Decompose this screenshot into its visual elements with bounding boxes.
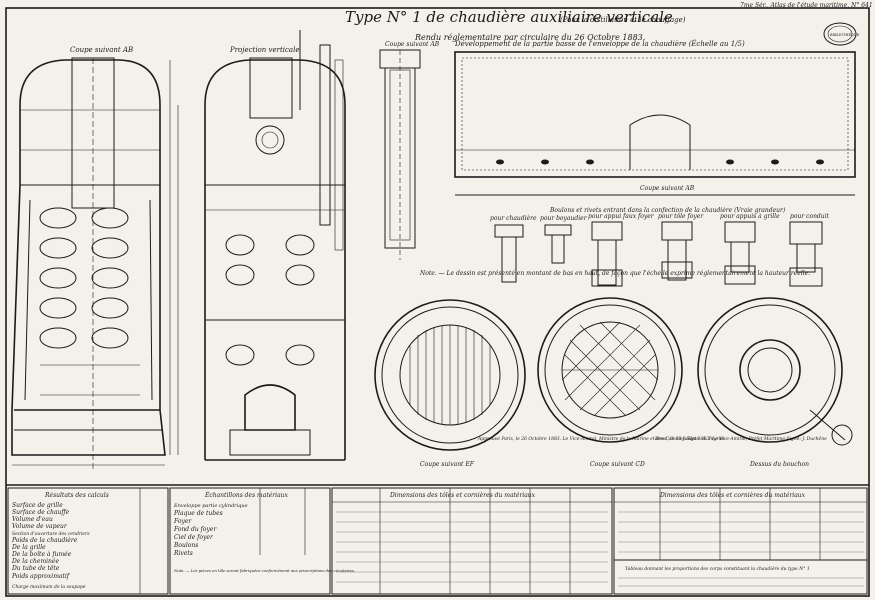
small-section-label: Coupe suivant AB [385, 41, 440, 48]
t2-row: Rivets [173, 550, 193, 557]
t2-row: Ciel de foyer [174, 534, 214, 541]
t4-title: Dimensions des tôles et cornières du mat… [659, 492, 806, 499]
corner-reference: 7me Sér., Atlas de l'étude maritime, N° … [740, 2, 873, 9]
circle-1-label: Coupe suivant EF [420, 461, 475, 468]
t1-row: Section d'ouverture des cendriers [12, 531, 90, 537]
t2-row: Enveloppe partie cylindrique [173, 503, 248, 509]
t1-row: Surface de chauffe [12, 509, 70, 516]
approval-2: Brest, le 30 Juillet 1883. Le Vice-Amira… [654, 435, 827, 442]
title-note: (Pour la distillation et le chauffage) [560, 16, 686, 24]
boiler-section-view: Coupe suivant AB [11, 46, 179, 470]
bolt-label-1: pour chaudière [490, 215, 537, 222]
t1-row: Volume d'eau [12, 516, 53, 523]
table-calc-results: Résultats des calculs Surface de grille … [7, 487, 169, 595]
t1-row: De la grille [11, 544, 46, 551]
t1-row: Volume de vapeur [12, 523, 68, 530]
development-label: Développement de la partie basse de l'en… [454, 39, 745, 48]
t1-row: De la cheminée [11, 558, 59, 565]
bolt-label-3: pour appui faux foyer [588, 213, 655, 220]
table-materials: Échantillons des matériaux Enveloppe par… [169, 487, 355, 595]
front-view-label: Projection verticale [229, 46, 299, 54]
t4-footer: Tableau donnant les proportions des corp… [625, 565, 810, 572]
section-cd-view: Coupe suivant CD [537, 297, 683, 468]
library-stamp: BIBLIOTHÈQUE [823, 22, 860, 46]
drawing-title: Type N° 1 de chaudière auxiliaire vertic… [345, 8, 673, 26]
dev-section-label: Coupe suivant AB [640, 185, 695, 192]
t2-row: Boulons [173, 542, 198, 549]
circle-3-label: Dessus du bouchon [749, 461, 809, 468]
section-ef-view: Coupe suivant EF [374, 299, 526, 468]
circle-2-label: Coupe suivant CD [590, 461, 645, 468]
t2-row: Fond du foyer [173, 526, 217, 533]
t2-row: Foyer [173, 518, 192, 525]
left-view-label: Coupe suivant AB [70, 46, 133, 54]
t3-title: Dimensions des tôles et cornières du mat… [389, 492, 536, 499]
bolt-label-6: pour conduit [790, 213, 830, 220]
t1-row: Surface de grille [12, 502, 63, 509]
table-plates-2: Dimensions des tôles et cornières du mat… [613, 487, 868, 595]
tube-section-view: Coupe suivant AB [379, 41, 440, 260]
t1-row: De la boîte à fumée [11, 551, 72, 558]
shell-development-view: Développement de la partie basse de l'en… [454, 39, 856, 196]
t2-note: Nota. — Les pièces en tôle seront fabriq… [173, 568, 355, 573]
bolt-drawings [494, 221, 823, 287]
bolt-label-4: pour tôle foyer [658, 213, 704, 220]
bolts-title: Boulons et rivets entrant dans la confec… [549, 207, 786, 214]
t1-row: Poids approximatif [11, 573, 71, 580]
boiler-front-view: Projection verticale [204, 30, 346, 461]
bolts-rivets-section: Boulons et rivets entrant dans la confec… [490, 207, 830, 287]
t1-row: Du tube de tête [11, 565, 60, 572]
t1-row: Poids de la chaudière [11, 537, 78, 544]
bolt-label-5: pour appuis à grille [720, 213, 780, 220]
stamp-text: BIBLIOTHÈQUE [829, 32, 860, 37]
approval-1: Approuvé Paris, le 26 Octobre 1883. Le V… [477, 435, 724, 442]
table-plates-1: Dimensions des tôles et cornières du mat… [331, 487, 613, 595]
sheet-border [5, 7, 870, 597]
t2-title: Échantillons des matériaux [204, 491, 289, 499]
side-note: Note. — Le dessin est présenté en montan… [419, 270, 810, 277]
plug-top-view: Dessus du bouchon [697, 297, 853, 468]
t1-title: Résultats des calculs [44, 492, 109, 499]
bolt-label-2: pour boyaudier [540, 215, 588, 222]
drawing-subtitle: Rendu réglementaire par circulaire du 26… [414, 33, 645, 42]
t2-row: Plaque de tubes [173, 510, 223, 517]
t1-row: Charge maximum de la soupape [12, 584, 86, 590]
